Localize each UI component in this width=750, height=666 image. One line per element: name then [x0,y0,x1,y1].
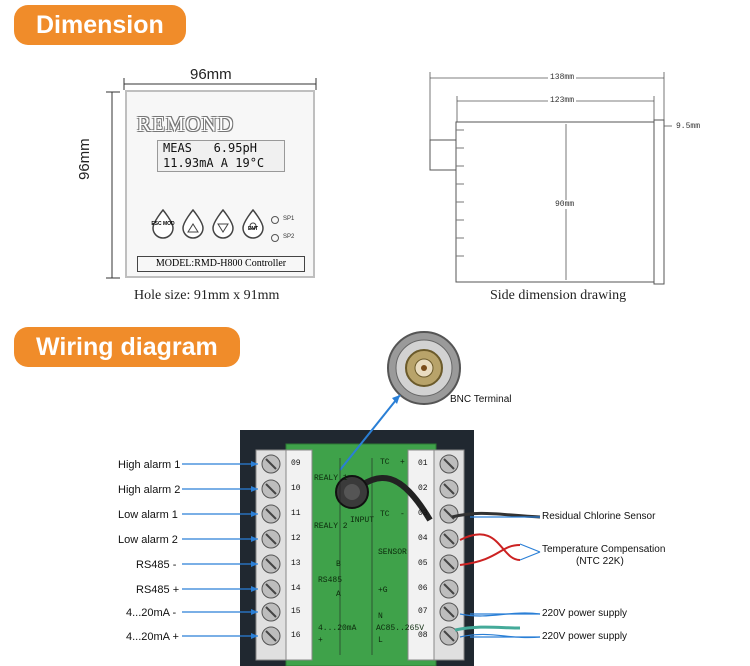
screw-slot [265,458,277,470]
board-realy-1: REALY 1 [314,474,348,483]
screw-slot [265,630,277,642]
bnc-terminal-icon [387,331,461,405]
esc-mod-label: ESC MOD [151,221,175,227]
sp2-label: SP2 [283,234,295,240]
right-terminal-number: 07 [418,607,428,616]
screw-slot [265,583,277,595]
board-tc-top: TC [380,458,390,467]
board-tc-mid: TC [380,510,390,519]
label-low-alarm-1: Low alarm 1 [118,509,178,521]
left-terminal-number: 10 [291,484,301,493]
left-terminal-number: 13 [291,559,301,568]
board-realy-2: REALY 2 [314,522,348,531]
label-residual-chlorine-sensor: Residual Chlorine Sensor [542,511,656,522]
right-terminal-number: 08 [418,631,428,640]
board-4-20ma: 4...20mA [318,624,357,633]
right-terminal-number: 05 [418,559,428,568]
right-terminal-number: 03 [418,509,428,518]
screw-slot [265,558,277,570]
lcd-line-2: 11.93mA A 19°C [163,156,265,170]
screw-slot [443,558,455,570]
label-power-supply-1: 220V power supply [542,608,628,619]
ent-label: ENT [248,226,258,232]
screw-slot [265,508,277,520]
left-terminal-number: 16 [291,631,301,640]
board-plus-top: + [400,458,405,467]
right-terminal-number: 01 [418,459,428,468]
label-high-alarm-1: High alarm 1 [118,459,181,471]
label-ntc: (NTC 22K) [576,556,624,567]
board-ac-range: AC85..265V [376,624,425,633]
right-terminal-number: 02 [418,484,428,493]
left-terminal-number: 09 [291,459,301,468]
board-b: B [336,560,341,569]
lcd-line-1: MEAS 6.95pH [163,141,257,155]
label-rs485-minus: RS485 - [136,559,177,571]
sp1-label: SP1 [283,216,295,222]
side-front-depth: 9.5mm [676,122,701,131]
screw-slot [443,630,455,642]
screw-slot [265,533,277,545]
right-terminal-number: 06 [418,584,428,593]
controller-front-panel: REMOND MEAS 6.95pH 11.93mA A 19°C ESC MO… [125,90,315,278]
screw-slot [443,483,455,495]
screw-slot [265,606,277,618]
screw-slot [443,533,455,545]
arrow-head [251,586,258,592]
arrow-head [251,461,258,467]
board-a: A [336,590,341,599]
left-terminal-number: 12 [291,534,301,543]
left-terminal-number: 15 [291,607,301,616]
arrow-head [251,561,258,567]
arrow-head [251,511,258,517]
board-rs485: RS485 [318,576,343,585]
hole-size-caption: Hole size: 91mm x 91mm [134,288,280,303]
board-minus-mid: - [400,510,405,519]
esc-mod-button [152,209,174,239]
arrow-head [251,609,258,615]
side-body-length: 123mm [548,96,577,105]
board-plus-g: +G [378,586,388,595]
screw-slot [443,606,455,618]
brand-logo: REMOND [137,112,235,136]
label-temp-compensation: Temperature Compensation [542,544,666,555]
label-rs485-plus: RS485 + [136,584,180,596]
up-arrow-button [182,209,204,239]
label-4-20ma-plus: 4...20mA + [126,631,179,643]
ent-button [242,209,264,239]
label-power-supply-2: 220V power supply [542,631,628,642]
left-terminal-number: 11 [291,509,301,518]
board-sensor: SENSOR [378,548,407,557]
right-terminal-number: 04 [418,534,428,543]
label-4-20ma-minus: 4...20mA - [126,607,177,619]
left-terminal-number: 14 [291,584,301,593]
bnc-label: BNC Terminal [450,394,512,405]
screw-slot [443,458,455,470]
sp1-indicator [271,216,279,224]
sp2-indicator [271,234,279,242]
board-plus-bottom: + [318,636,323,645]
arrow-head [251,536,258,542]
label-high-alarm-2: High alarm 2 [118,484,181,496]
board-n: N [378,612,383,621]
screw-slot [443,583,455,595]
side-caption: Side dimension drawing [490,288,627,303]
dimension-title: Dimension [14,5,186,45]
model-label: MODEL:RMD-H800 Controller [137,256,305,272]
arrow-head [251,486,258,492]
side-height: 90mm [553,200,577,209]
side-total-length: 138mm [548,73,577,82]
arrow-head [251,633,258,639]
screw-slot [265,483,277,495]
front-width-label: 96mm [190,66,232,83]
board-input: INPUT [350,516,375,525]
wiring-title: Wiring diagram [14,327,240,367]
board-l: L [378,636,383,645]
down-arrow-button [212,209,234,239]
label-low-alarm-2: Low alarm 2 [118,534,178,546]
lcd-display: MEAS 6.95pH 11.93mA A 19°C [157,140,285,172]
